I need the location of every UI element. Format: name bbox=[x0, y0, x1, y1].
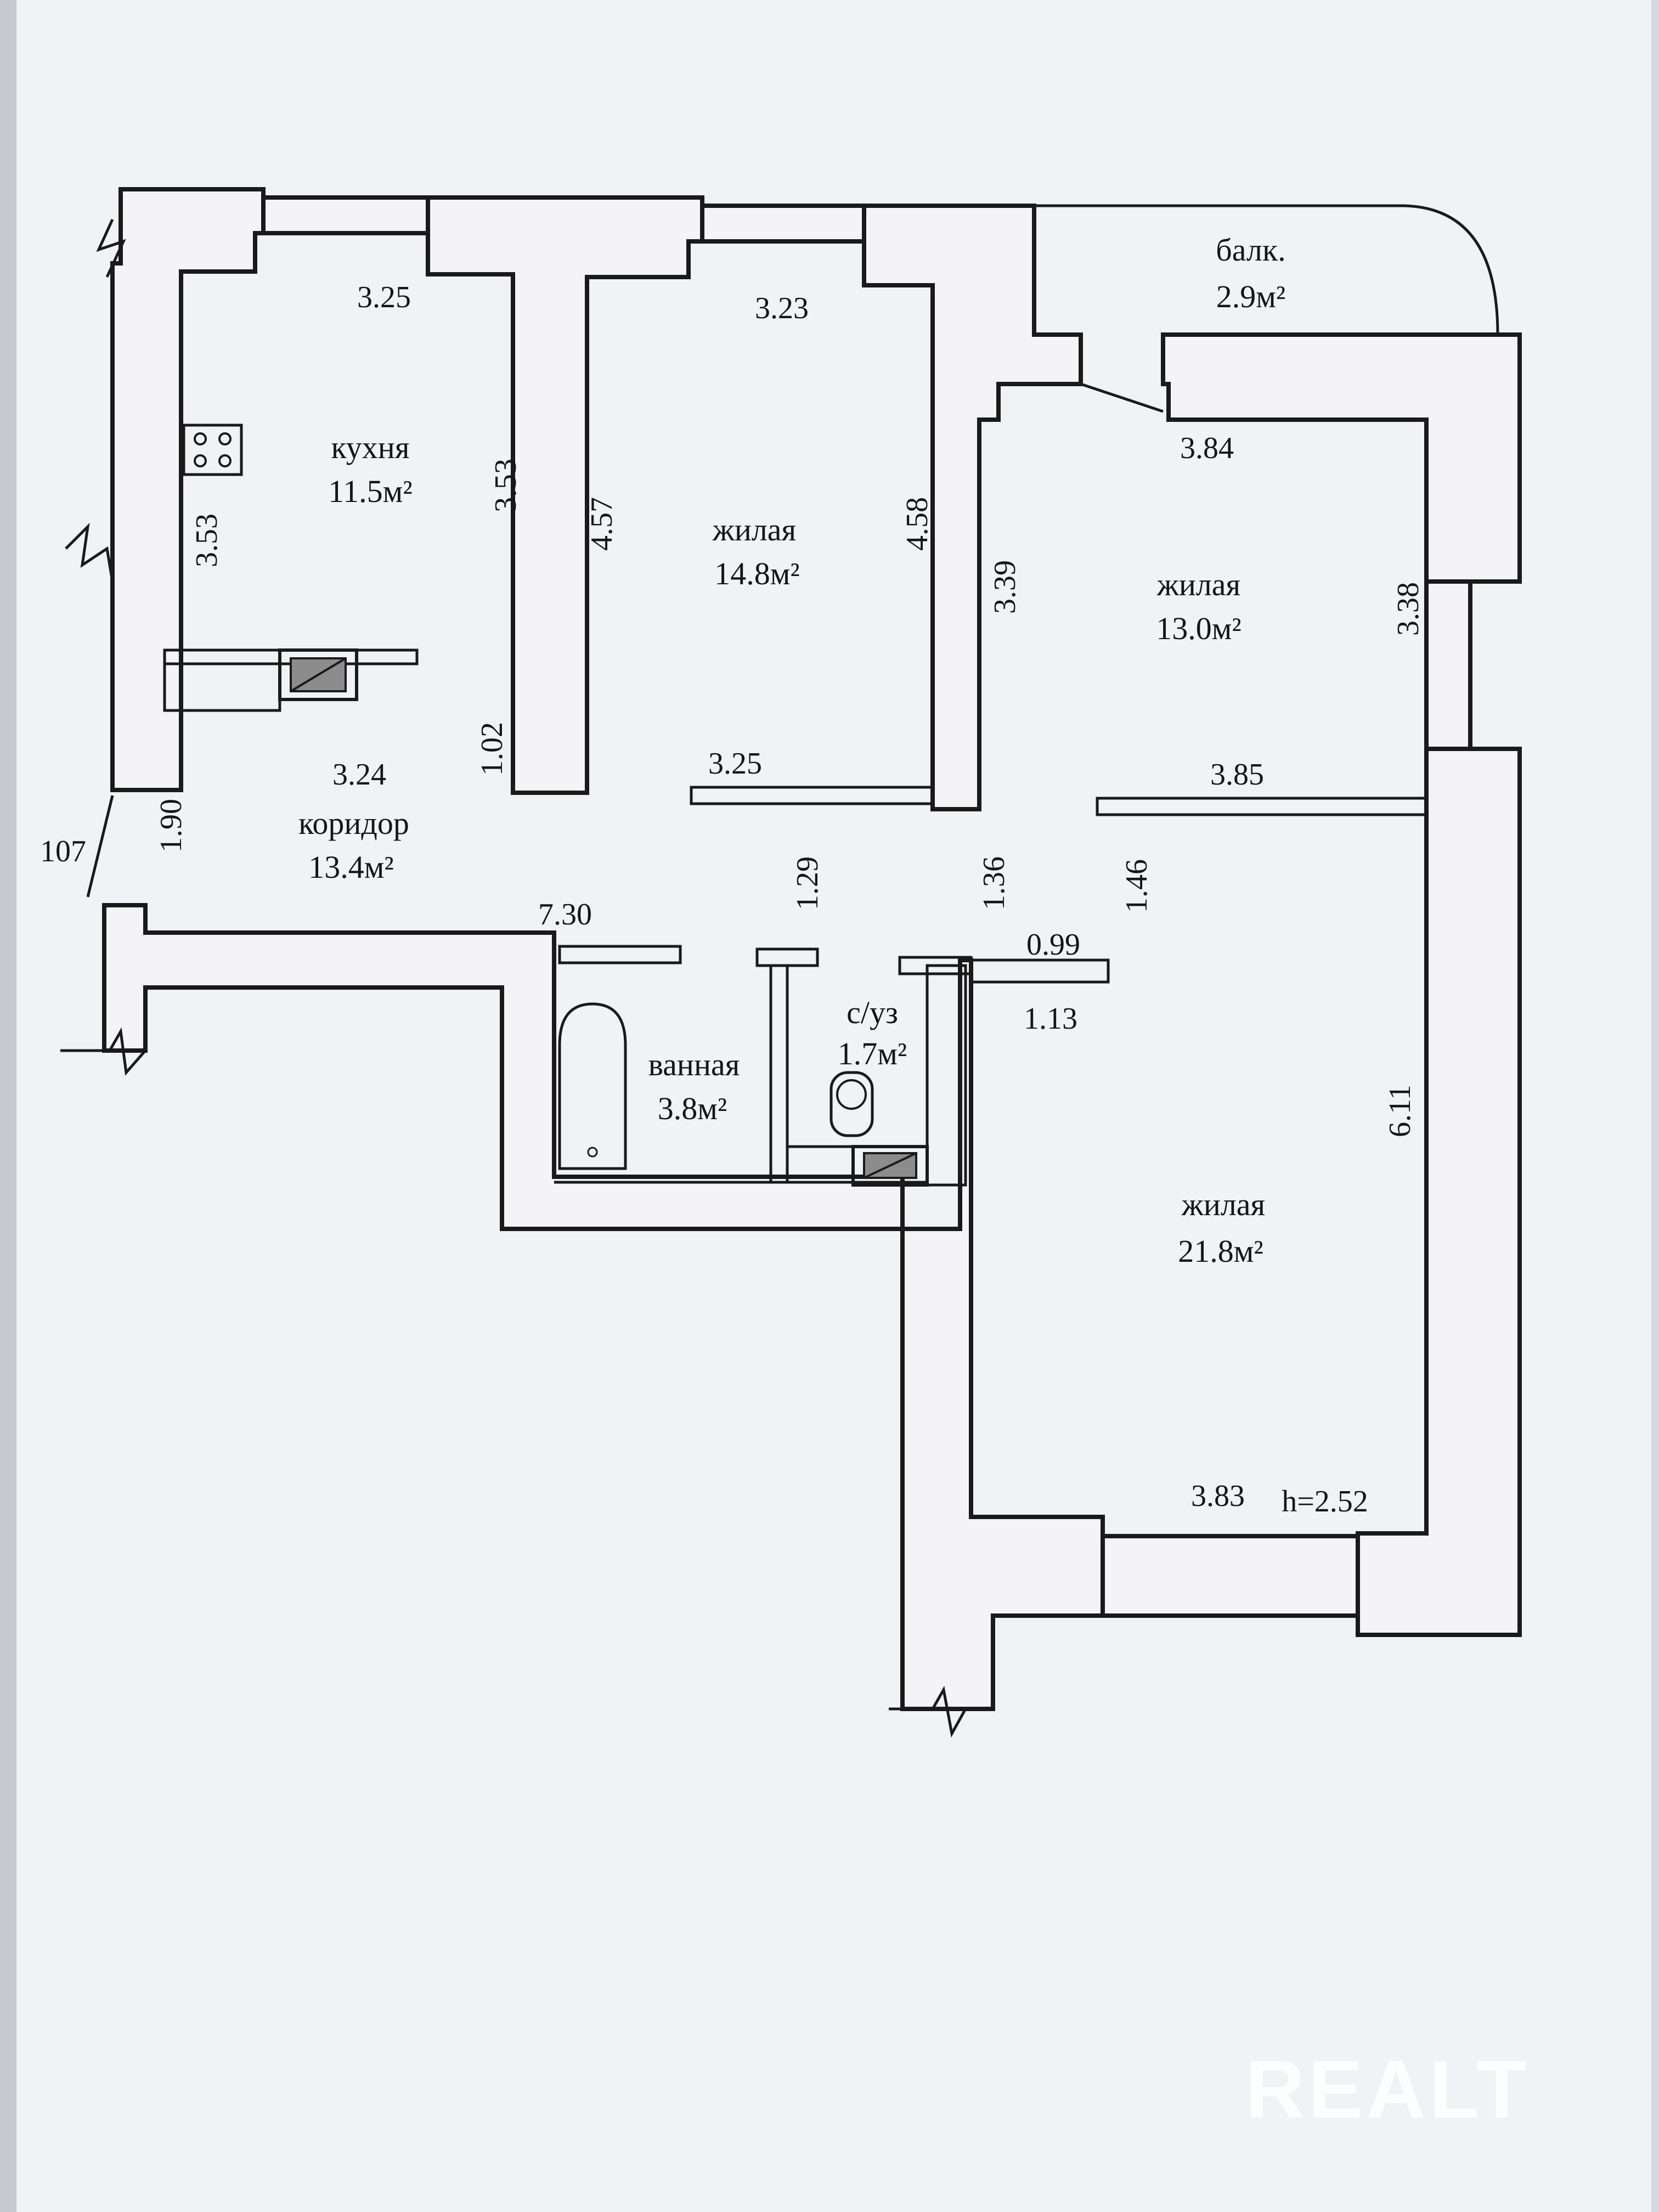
bath-name: ванная bbox=[648, 1047, 740, 1082]
kitchen-name: кухня bbox=[331, 430, 409, 465]
dim-passage: 1.46 bbox=[1120, 859, 1154, 913]
wc-right-wall bbox=[926, 964, 967, 1187]
paper-edge bbox=[0, 0, 16, 2212]
dim-room1-left: 4.57 bbox=[585, 497, 619, 551]
room1-name: жилая bbox=[712, 512, 796, 548]
room3-name: жилая bbox=[1181, 1187, 1265, 1222]
dim-corridor-mid: 1.29 bbox=[791, 856, 825, 910]
dim-room3-bottom: 3.83 bbox=[1191, 1479, 1245, 1513]
room1-area: 14.8м² bbox=[714, 556, 800, 591]
kitchen-area: 11.5м² bbox=[328, 473, 412, 509]
break-line-left bbox=[65, 522, 114, 582]
room2-door-stub bbox=[1096, 797, 1428, 816]
wc-name: с/уз bbox=[847, 995, 898, 1030]
dim-edge: 107 bbox=[40, 834, 86, 868]
room-labels: кухня 11.5м² жилая 14.8м² жилая 13.0м² ж… bbox=[298, 232, 1286, 1269]
balcony-outline bbox=[1034, 204, 1499, 335]
balcony-name: балк. bbox=[1216, 232, 1285, 268]
toilet-icon bbox=[830, 1071, 874, 1137]
dim-room2-top: 3.84 bbox=[1180, 431, 1234, 465]
break-line-bottom bbox=[889, 1685, 993, 1738]
break-line-top bbox=[96, 218, 126, 278]
balcony-area: 2.9м² bbox=[1216, 279, 1286, 314]
dim-room2-left: 3.39 bbox=[988, 560, 1022, 614]
window-room3 bbox=[1101, 1534, 1360, 1618]
dim-room2-bottom: 3.85 bbox=[1210, 758, 1264, 792]
dimensions: 3.25 3.53 3.53 3.23 4.57 4.58 3.25 3.84 … bbox=[40, 280, 1425, 1519]
dim-room1-right: 4.58 bbox=[900, 497, 934, 551]
dim-corridor-left: 1.90 bbox=[154, 799, 188, 853]
windows bbox=[261, 195, 1472, 1618]
stove-icon bbox=[182, 424, 243, 476]
dim-corridor-stub: 1.02 bbox=[475, 722, 509, 776]
bathtub-icon bbox=[558, 1002, 627, 1170]
room2-area: 13.0м² bbox=[1156, 611, 1242, 646]
window-room2 bbox=[1424, 579, 1472, 751]
ventilation-shaft-wc-icon bbox=[851, 1145, 929, 1187]
bath-top-wall bbox=[558, 945, 682, 964]
dim-kitchen-right: 3.53 bbox=[489, 459, 523, 512]
dim-corridor-right: 1.36 bbox=[977, 856, 1011, 910]
room1-door-stub bbox=[690, 786, 934, 805]
room3-door-stub bbox=[969, 958, 1110, 984]
wc-area: 1.7м² bbox=[838, 1036, 907, 1071]
room3-area: 21.8м² bbox=[1178, 1233, 1263, 1269]
edge-tick bbox=[86, 795, 114, 898]
dim-kitchen-left: 3.53 bbox=[190, 514, 224, 567]
window-room1 bbox=[700, 204, 866, 244]
dim-room1-bottom: 3.25 bbox=[708, 747, 762, 781]
corridor-name: коридор bbox=[298, 805, 409, 841]
fixtures bbox=[182, 424, 929, 1187]
bath-area: 3.8м² bbox=[658, 1091, 727, 1126]
dim-room3-right: 6.11 bbox=[1383, 1085, 1417, 1137]
wall-top-room1 bbox=[862, 204, 1083, 811]
wall-bottom-room3 bbox=[900, 958, 1105, 1711]
dim-passage-bottom: 1.13 bbox=[1024, 1002, 1077, 1036]
dim-passage-top: 0.99 bbox=[1026, 928, 1080, 962]
room2-name: жилая bbox=[1156, 567, 1240, 602]
break-lines bbox=[60, 218, 993, 1738]
break-line-bottom-left bbox=[60, 1027, 146, 1076]
window-kitchen bbox=[261, 195, 430, 235]
dim-room2-right: 3.38 bbox=[1391, 582, 1425, 636]
dim-room1-top: 3.23 bbox=[755, 291, 809, 325]
realt-watermark: REALT bbox=[1245, 2043, 1530, 2135]
ventilation-shaft-icon bbox=[278, 648, 358, 701]
dim-kitchen-top: 3.25 bbox=[357, 280, 411, 314]
wall-right bbox=[1356, 747, 1522, 1637]
dim-corridor-length: 7.30 bbox=[538, 898, 592, 932]
ceiling-height: h=2.52 bbox=[1282, 1485, 1368, 1519]
balcony-door-line bbox=[1080, 382, 1164, 413]
dim-corridor-width: 3.24 bbox=[332, 758, 386, 792]
corridor-area: 13.4м² bbox=[308, 849, 394, 885]
